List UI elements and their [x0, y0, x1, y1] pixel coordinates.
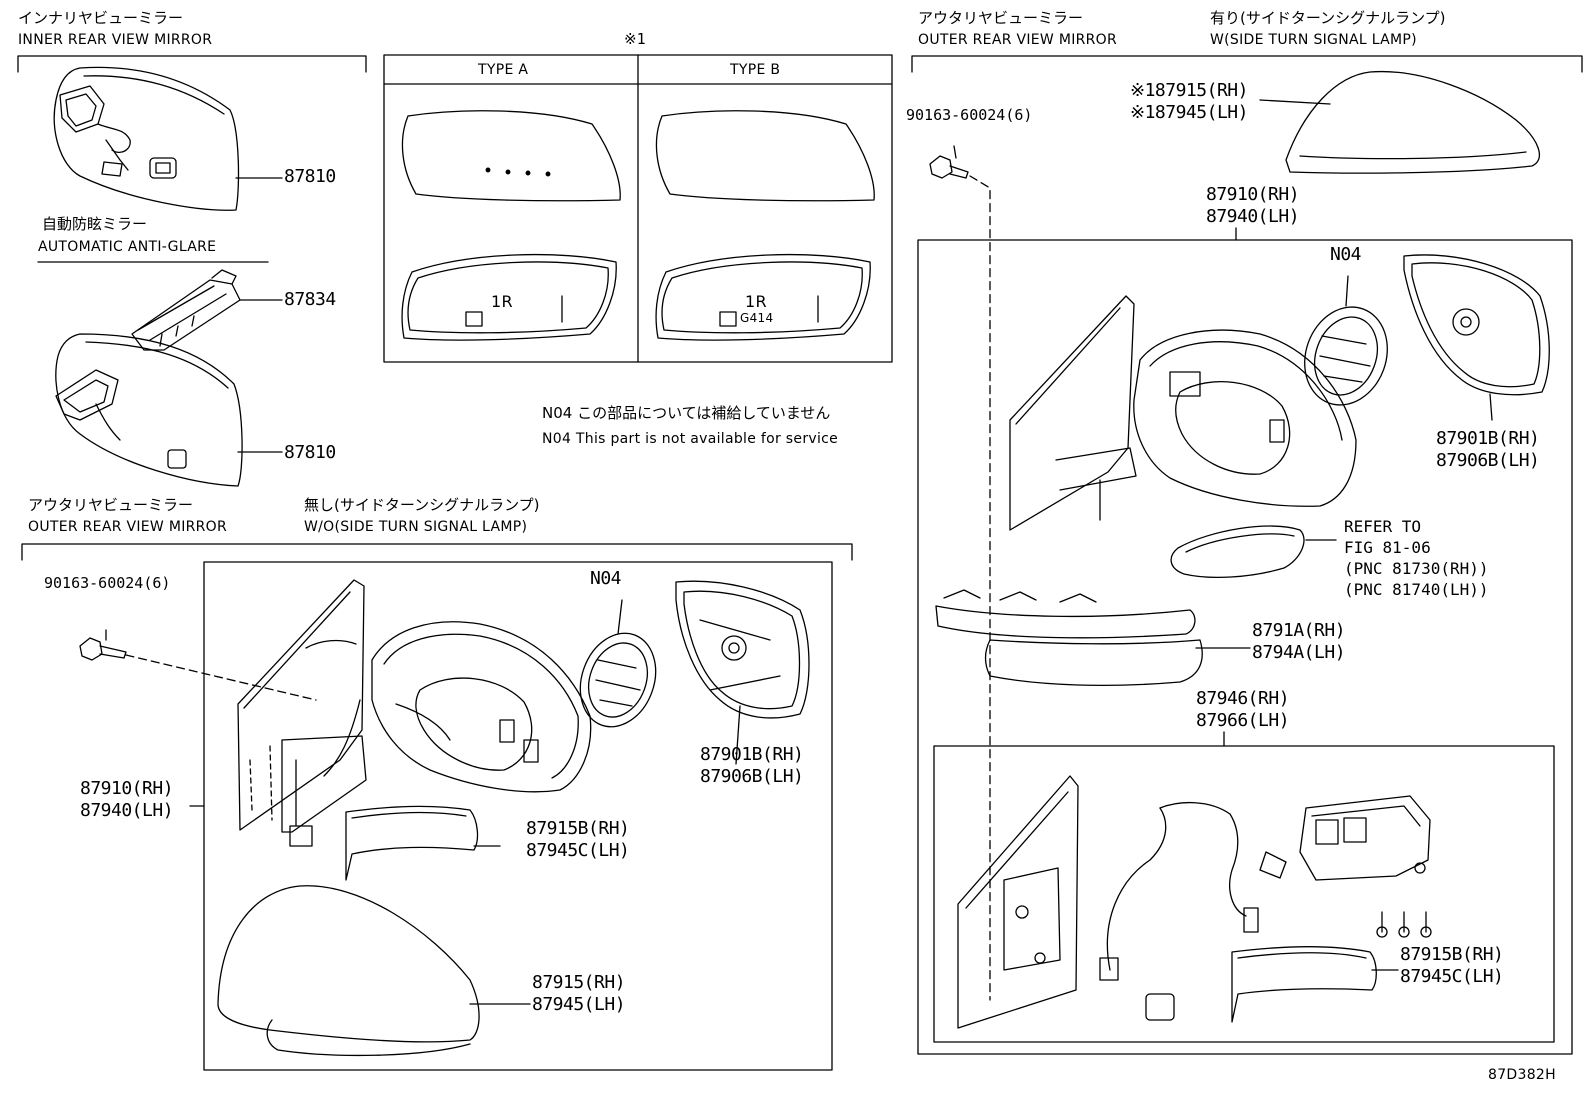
- part-number-lower-cover-w-lh: 87945C(LH): [1400, 966, 1504, 987]
- mirror-cover-drawing: [131, 269, 283, 351]
- part-number-screw-w[interactable]: 90163-60024(6): [906, 106, 1033, 124]
- type-b-label: TYPE B: [730, 62, 781, 78]
- part-number-cover-w-rh: ※187915(RH): [1130, 80, 1248, 101]
- part-number-cover-w-lh: ※187945(LH): [1130, 102, 1248, 123]
- outer-w-actuator-drawing: [1304, 275, 1388, 406]
- type-b-glass-drawing: [655, 110, 875, 341]
- part-number-glass-wo[interactable]: 87901B(RH) 87906B(LH): [700, 744, 804, 788]
- outer-w-base-drawing: [957, 775, 1079, 1029]
- part-number-lower-cover-wo[interactable]: 87915B(RH) 87945C(LH): [526, 818, 630, 862]
- outer-w-box: [917, 227, 1573, 1055]
- outer-wo-glass-drawing: [675, 580, 810, 765]
- type-b-glass-code: G414: [740, 311, 774, 325]
- outer-w-bracket-drawing: [1009, 295, 1137, 531]
- part-number-lower-cover-wo-lh: 87945C(LH): [526, 840, 630, 861]
- outer-wo-bracket-drawing: [237, 579, 367, 847]
- refer-line-2: FIG 81-06: [1344, 538, 1431, 557]
- part-number-mirror-assy-wo-lh: 87940(LH): [80, 800, 174, 821]
- auto-anti-glare-en: AUTOMATIC ANTI-GLARE: [38, 239, 217, 255]
- inner-title-en: INNER REAR VIEW MIRROR: [18, 32, 213, 48]
- outer-wo-box: [189, 561, 833, 1071]
- outer-wo-title-jp: アウタリヤビューミラー: [28, 496, 194, 514]
- outer-wo-actuator-drawing: [579, 599, 657, 728]
- part-number-mirror-cover[interactable]: 87834: [284, 289, 336, 310]
- n04-actuator-w: N04: [1330, 244, 1362, 265]
- part-number-lower-cover-w[interactable]: 87915B(RH) 87945C(LH): [1400, 944, 1504, 988]
- inner-mirror-top-drawing: [53, 66, 283, 211]
- part-number-base-w-rh: 87946(RH): [1196, 688, 1290, 709]
- n04-actuator-wo: N04: [590, 568, 622, 589]
- outer-w-condition-jp: 有り(サイドターンシグナルランプ): [1210, 9, 1446, 27]
- outer-w-top-cover-drawing: [1259, 70, 1541, 174]
- part-number-inner-mirror[interactable]: 87810: [284, 166, 336, 187]
- part-number-inner-mirror-anti-glare[interactable]: 87810: [284, 442, 336, 463]
- inner-mirror-bottom-drawing: [55, 333, 283, 487]
- type-box: [383, 54, 893, 363]
- outer-wo-title-en: OUTER REAR VIEW MIRROR: [28, 519, 228, 535]
- refer-line-1: REFER TO: [1344, 517, 1422, 536]
- outer-wo-housing-drawing: [323, 621, 592, 793]
- outer-w-glass-drawing: [1403, 254, 1550, 421]
- outer-wo-cover-drawing: [217, 885, 531, 1057]
- section-brackets: [17, 55, 1583, 561]
- part-number-glass-w-rh: 87901B(RH): [1436, 428, 1540, 449]
- part-number-glass-w[interactable]: 87901B(RH) 87906B(LH): [1436, 428, 1540, 472]
- part-number-mirror-assy-w[interactable]: 87910(RH) 87940(LH): [1206, 184, 1300, 228]
- screw-w-drawing: [929, 145, 991, 1001]
- outer-wo-lower-cover-drawing: [345, 805, 501, 881]
- auto-anti-glare-jp: 自動防眩ミラー: [42, 215, 148, 233]
- part-number-glass-wo-rh: 87901B(RH): [700, 744, 804, 765]
- part-number-lower-cover-wo-rh: 87915B(RH): [526, 818, 630, 839]
- part-number-cover-wo-rh: 87915(RH): [532, 972, 626, 993]
- refer-to-fig[interactable]: REFER TO FIG 81-06 (PNC 81730(RH)) (PNC …: [1344, 516, 1489, 600]
- outer-w-harness-drawing: [1099, 801, 1287, 1021]
- note-en: N04 This part is not available for servi…: [542, 431, 839, 447]
- outer-wo-condition-en: W/O(SIDE TURN SIGNAL LAMP): [304, 519, 528, 535]
- part-number-base-w[interactable]: 87946(RH) 87966(LH): [1196, 688, 1290, 732]
- outer-w-title-en: OUTER REAR VIEW MIRROR: [918, 32, 1118, 48]
- diagram-code: 87D382H: [1488, 1067, 1556, 1083]
- outer-w-condition-en: W(SIDE TURN SIGNAL LAMP): [1210, 32, 1417, 48]
- part-number-lamp-cover-w[interactable]: 8791A(RH) 8794A(LH): [1252, 620, 1346, 664]
- type-mark: ※1: [624, 30, 646, 48]
- outer-w-motor-drawing: [1299, 795, 1432, 938]
- inner-title-jp: インナリヤビューミラー: [18, 9, 184, 27]
- outer-w-lamp-cover-drawing: [935, 589, 1251, 687]
- part-number-mirror-assy-wo[interactable]: 87910(RH) 87940(LH): [80, 778, 174, 822]
- part-number-lower-cover-w-rh: 87915B(RH): [1400, 944, 1504, 965]
- outer-w-lower-cover-drawing: [1231, 946, 1399, 1023]
- note-jp: N04 この部品については補給していません: [542, 404, 831, 422]
- part-number-cover-wo[interactable]: 87915(RH) 87945(LH): [532, 972, 626, 1016]
- outer-wo-condition-jp: 無し(サイドターンシグナルランプ): [304, 496, 540, 514]
- part-number-cover-wo-lh: 87945(LH): [532, 994, 626, 1015]
- part-number-lamp-cover-w-lh: 8794A(LH): [1252, 642, 1346, 663]
- screw-wo-drawing: [79, 629, 317, 701]
- part-number-glass-wo-lh: 87906B(LH): [700, 766, 804, 787]
- type-a-glass-marking: 1R: [491, 292, 513, 311]
- part-number-lamp-cover-w-rh: 8791A(RH): [1252, 620, 1346, 641]
- part-number-mirror-assy-wo-rh: 87910(RH): [80, 778, 174, 799]
- turn-signal-lamp-drawing: [1170, 525, 1337, 579]
- type-a-glass-drawing: [401, 110, 621, 341]
- part-number-screw-wo[interactable]: 90163-60024(6): [44, 574, 171, 592]
- type-a-label: TYPE A: [478, 62, 529, 78]
- part-number-base-w-lh: 87966(LH): [1196, 710, 1290, 731]
- type-b-glass-marking: 1R: [745, 292, 767, 311]
- outer-w-housing-drawing: [1133, 329, 1357, 507]
- refer-line-3: (PNC 81730(RH)): [1344, 559, 1489, 578]
- part-number-mirror-assy-w-lh: 87940(LH): [1206, 206, 1300, 227]
- refer-line-4: (PNC 81740(LH)): [1344, 580, 1489, 599]
- outer-w-title-jp: アウタリヤビューミラー: [918, 9, 1084, 27]
- part-number-mirror-assy-w-rh: 87910(RH): [1206, 184, 1300, 205]
- part-number-cover-w[interactable]: ※187915(RH) ※187945(LH): [1130, 80, 1248, 124]
- part-number-glass-w-lh: 87906B(LH): [1436, 450, 1540, 471]
